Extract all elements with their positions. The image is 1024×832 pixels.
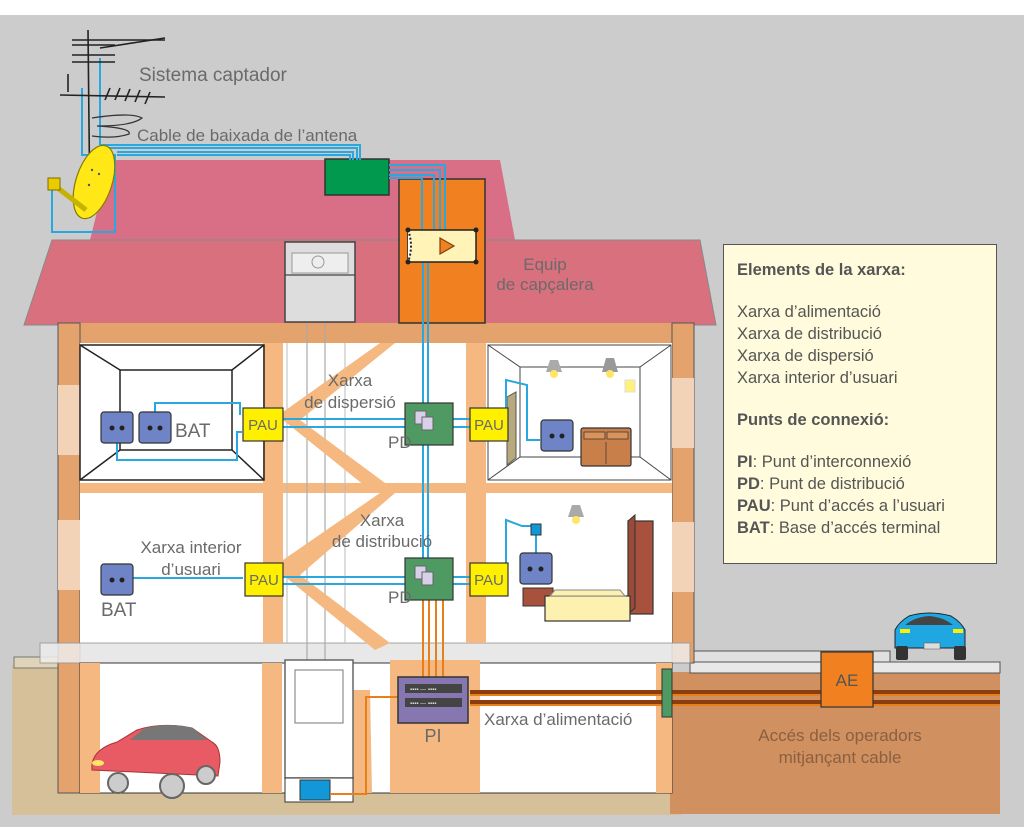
door: [506, 391, 517, 467]
legend-point-abbr: BAT: [737, 519, 770, 537]
legend-point-text: : Punt d’accés a l’usuari: [770, 497, 945, 515]
bat-socket: [519, 552, 553, 585]
red-car: [91, 724, 221, 799]
antenna-cable-loop: [91, 114, 144, 138]
label-sistema-captador: Sistema captador: [139, 65, 288, 86]
feed-network-cables: [470, 690, 1000, 706]
distribution-to-pi-cables: [330, 600, 444, 795]
column-right: [466, 343, 486, 643]
legend-point-item: PD: Punt de distribució: [737, 473, 996, 495]
pi-box: ▪▪▪▪ — ▪▪▪▪ ▪▪▪▪ — ▪▪▪▪: [397, 676, 469, 724]
legend-point-text: : Base d’accés terminal: [769, 519, 941, 537]
ceiling-lamps: [546, 358, 636, 524]
label-pd-floor-2: PD: [388, 433, 412, 452]
bat-socket: [100, 563, 134, 596]
label-xarxa-distribucio-line1: Xarxa: [360, 511, 405, 530]
label-pau-f1-right: PAU: [474, 572, 504, 589]
label-xarxa-dispersio-line1: Xarxa: [328, 371, 373, 390]
legend-box: Elements de la xarxa: Xarxa d’alimentaci…: [723, 244, 997, 564]
legend-point-item: PAU: Punt d’accés a l’usuari: [737, 495, 996, 517]
label-pau-f2-right: PAU: [474, 417, 504, 434]
label-acces-line2: mitjançant cable: [779, 748, 902, 767]
label-pau-f2-left: PAU: [248, 417, 278, 434]
main-roof: [23, 239, 717, 326]
label-xarxa-alimentacio: Xarxa d’alimentació: [484, 710, 632, 729]
cabinet: [580, 427, 632, 467]
legend-element-item: Xarxa d’alimentació: [737, 303, 881, 321]
ground-bottom: [62, 790, 682, 815]
legend-point-abbr: PI: [737, 453, 753, 471]
label-bat-floor-1: BAT: [101, 600, 137, 621]
satellite-dish: [47, 144, 116, 220]
antenna-downlead-cables: [51, 58, 446, 233]
room-2-left: [79, 344, 265, 481]
bat-socket: [540, 419, 574, 452]
wall-right: [671, 322, 695, 664]
label-pd-floor-1: PD: [388, 588, 412, 607]
legend-point-item: BAT: Base d’accés terminal: [737, 517, 996, 539]
top-strip: [0, 0, 1024, 15]
wall-window-r2: [672, 522, 694, 592]
pd-box-floor-2: [404, 402, 454, 446]
label-equip-line2: de capçalera: [496, 275, 594, 294]
label-xarxa-interior-line1: Xarxa interior: [140, 538, 241, 557]
label-pi: PI: [424, 726, 441, 746]
legend-point-item: PI: Punt d’interconnexió: [737, 451, 996, 473]
elevator-box: [299, 779, 331, 801]
antenna-amplifier-box: [324, 158, 390, 196]
bedroom-furniture: [522, 513, 654, 622]
head-end-amplifier: [405, 227, 479, 265]
ae-box: [820, 651, 874, 708]
bat-socket: [138, 411, 172, 444]
pau-box-floor-1-right: [469, 562, 509, 597]
elevator-window: [294, 669, 344, 724]
legend-point-abbr: PD: [737, 475, 760, 493]
ground-left: [12, 665, 62, 815]
pau-box-floor-2-left: [242, 407, 284, 442]
pd-box-floor-1: [404, 557, 454, 601]
label-bat-floor-2: BAT: [175, 421, 211, 442]
label-ae: AE: [836, 671, 859, 690]
pau-box-floor-1-left: [244, 562, 284, 597]
building-entry-box: [661, 668, 673, 718]
wall-window-l2: [58, 520, 80, 590]
blue-car: [894, 612, 966, 660]
label-cable-baixada: Cable de baixada de l’antena: [137, 126, 358, 145]
label-pau-f1-left: PAU: [249, 572, 279, 589]
floor-1-slab: [39, 642, 691, 664]
legend-elements-title: Elements de la xarxa:: [737, 261, 906, 279]
legend-point-abbr: PAU: [737, 497, 771, 515]
legend-points-title: Punts de connexió:: [737, 411, 890, 429]
legend-point-text: : Punt de distribució: [759, 475, 905, 493]
basement-column-left: [80, 663, 100, 793]
label-acces-line1: Accés dels operadors: [758, 726, 921, 745]
svg-text:▪▪▪▪ — ▪▪▪▪: ▪▪▪▪ — ▪▪▪▪: [410, 687, 436, 693]
label-xarxa-dispersio-line2: de dispersió: [304, 393, 396, 412]
legend-point-text: : Punt d’interconnexió: [752, 453, 912, 471]
wall-window-r1: [672, 378, 694, 448]
legend-element-item: Xarxa de dispersió: [737, 347, 874, 365]
legend-element-item: Xarxa de distribució: [737, 325, 882, 343]
elevator-pulley: [311, 255, 325, 269]
svg-text:▪▪▪▪ — ▪▪▪▪: ▪▪▪▪ — ▪▪▪▪: [410, 701, 436, 707]
label-xarxa-interior-line2: d’usuari: [161, 560, 221, 579]
bat-socket: [100, 411, 134, 444]
legend-element-item: Xarxa interior d’usuari: [737, 369, 898, 387]
roof-beam: [58, 323, 694, 343]
basement-column-mid: [262, 663, 282, 793]
floor-2-slab: [80, 483, 672, 493]
label-equip-line1: Equip: [523, 255, 566, 274]
column-left: [263, 343, 283, 643]
wall-window-l1: [58, 385, 80, 455]
small-socket: [530, 523, 542, 536]
pau-box-floor-2-right: [469, 407, 509, 442]
label-xarxa-distribucio-line2: de distribució: [332, 532, 432, 551]
